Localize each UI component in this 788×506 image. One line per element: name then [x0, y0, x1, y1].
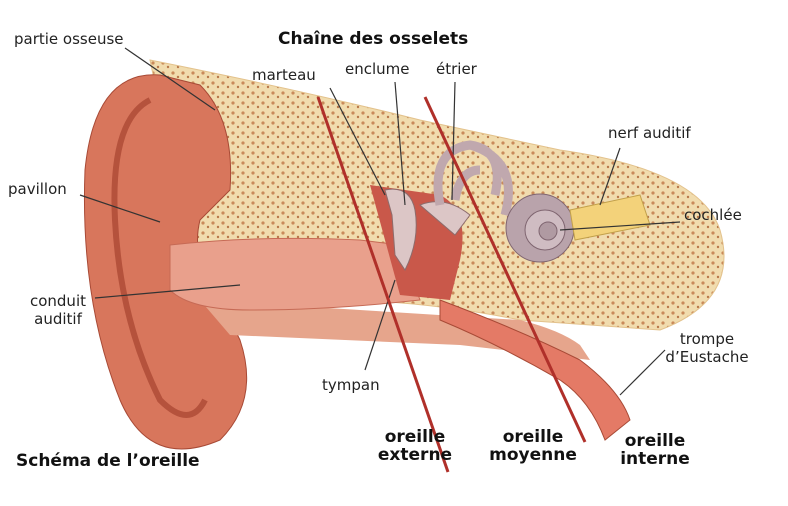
region-oreille-externe: oreille externe — [370, 428, 460, 464]
region-interne-line2: interne — [620, 449, 690, 469]
label-conduit-line2: auditif — [34, 310, 82, 328]
label-etrier: étrier — [436, 60, 477, 78]
label-cochlee: cochlée — [684, 206, 742, 224]
ossicles — [384, 188, 471, 271]
region-oreille-moyenne: oreille moyenne — [483, 428, 583, 464]
divider-moyenne-interne — [423, 96, 587, 443]
region-moyenne-line1: oreille — [502, 427, 564, 447]
label-trompe-line1: trompe — [679, 330, 735, 348]
label-trompe-line2: d’Eustache — [665, 348, 749, 366]
region-moyenne-line2: moyenne — [489, 445, 577, 465]
label-trompe-eustache: trompe d’Eustache — [652, 330, 762, 366]
region-oreille-interne: oreille interne — [612, 432, 698, 468]
label-conduit-line1: conduit — [29, 292, 86, 310]
region-externe-line2: externe — [377, 445, 453, 465]
chain-title: Chaîne des osselets — [278, 29, 469, 49]
region-interne-line1: oreille — [624, 431, 686, 451]
ear-canal — [169, 237, 421, 311]
label-enclume: enclume — [345, 60, 410, 78]
diagram-title: Schéma de l’oreille — [16, 451, 200, 471]
label-partie-osseuse: partie osseuse — [14, 30, 124, 48]
divider-externe-moyenne — [316, 96, 450, 473]
skin-layer — [200, 300, 590, 360]
label-nerf-auditif: nerf auditif — [608, 124, 691, 142]
region-externe-line1: oreille — [384, 427, 446, 447]
label-tympan: tympan — [322, 376, 380, 394]
pinna — [83, 74, 248, 450]
label-pavillon: pavillon — [8, 180, 67, 198]
eustachian-tube — [439, 299, 631, 441]
label-conduit-auditif: conduit auditif — [18, 292, 98, 328]
auditory-nerve — [569, 194, 651, 241]
label-marteau: marteau — [252, 66, 316, 84]
